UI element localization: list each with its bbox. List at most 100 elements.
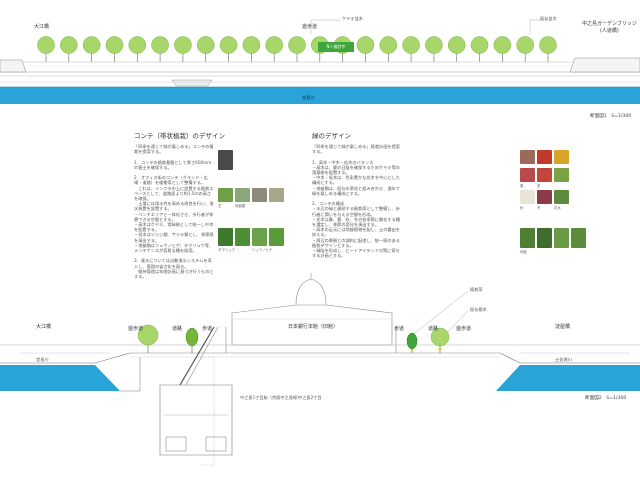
right-photo-3 — [554, 150, 569, 164]
right-photo-1 — [520, 150, 535, 164]
left-photo-moss-4 — [269, 228, 284, 246]
top-scale-label: 断面図1 S=1/300 — [590, 114, 632, 119]
right-photo-13 — [571, 228, 586, 248]
street-label: 中之島2丁目 — [298, 395, 322, 400]
tree — [37, 36, 55, 62]
tree — [242, 36, 261, 62]
tree-note-right: 既存並木 — [540, 16, 557, 21]
right-photo-11 — [537, 228, 552, 248]
top-walkway-label: 遊歩道 — [302, 24, 318, 30]
right-body-line: 1．高木・中木・低木のバランス — [312, 159, 374, 165]
tree — [196, 36, 215, 62]
tree — [151, 36, 169, 62]
left-photo-grid: 芝 地被類 タマリュウ リュウノヒゲ — [218, 150, 284, 252]
top-section-drawing — [0, 19, 640, 104]
tree — [425, 36, 443, 62]
tree — [219, 36, 238, 62]
bottom-right-label: 淀屋橋 — [555, 324, 571, 330]
bottom-left-label: 大江橋 — [36, 324, 52, 330]
right-body-line: ・高木の足元には地被植物を配し、土の露出を抑える。 — [312, 227, 400, 238]
bottom-scale-label: 断面図2 S=1/300 — [585, 396, 627, 401]
left-photo-paving — [218, 150, 233, 170]
tree — [470, 36, 489, 62]
tree-row — [37, 36, 557, 62]
left-photo-moss-3 — [252, 228, 267, 246]
bottom-walkway-right: 遊歩道 — [456, 326, 472, 332]
tree — [402, 36, 420, 62]
note-right-2: 既存樹木 — [470, 307, 487, 312]
right-photo-6 — [554, 168, 569, 182]
right-photo-grid: 春 夏 秋 冬 花木 地被 — [520, 150, 586, 255]
right-body-line: ・地被類は、既存の草花と組み合わせ、通年で緑を楽しめる構成とする。 — [312, 185, 400, 196]
bottom-sidewalk-right: 歩道 — [394, 326, 405, 332]
bottom-river-right: 土佐堀川 — [555, 357, 572, 362]
top-right-label: 中之島ガーデンブリッジ (人道橋) — [582, 21, 637, 34]
left-body-line: 「四季を通じて緑が楽しめる」コンテの植栽を提案する。 — [134, 144, 214, 155]
tree — [174, 36, 192, 62]
left-body-line: ・地被類はリュウノヒゲ、タマリュウ等、メンテナンスが容易な種を採用。 — [134, 242, 214, 254]
bottom-section: 大江橋 遊歩道 道路 歩道 日本銀行本館（旧館） 歩道 道路 遊歩道 淀屋橋 堂… — [0, 265, 640, 480]
note-right-1: 植栽帯 — [470, 287, 483, 292]
left-body-line: ・低木はツツジ類、サツキ類とし、季節感を演出する。 — [134, 232, 214, 243]
right-body-line: ・水辺の緑と連続する植栽帯として整備し、歩行者に潤いを与える空間を形成。 — [312, 206, 400, 217]
bottom-center-label: 日本銀行本館（旧館） — [288, 324, 339, 330]
right-photo-10 — [520, 228, 535, 248]
bottom-road-right: 道路 — [428, 326, 439, 332]
green-badge: N / 検討中 — [318, 42, 354, 52]
left-body-line: 維持管理は年間計画に基づき行うものとする。 — [134, 268, 214, 280]
left-photo-grass — [218, 188, 233, 202]
tree — [539, 36, 557, 62]
left-body-line: 2．オフィス街のコンテ（グランド・広場・道路）を緩衝帯として整備する。 — [134, 175, 208, 186]
top-left-label: 大江橋 — [34, 24, 50, 30]
tree — [265, 36, 283, 62]
left-thumb-caption-3: タマリュウ — [218, 248, 235, 252]
left-photo-moss-1 — [218, 228, 233, 246]
left-body-line: 3．潅水については自動潅水システムを導入し、管理の省力化を図る。 — [134, 258, 212, 269]
right-photo-4 — [520, 168, 535, 182]
right-body-line: ・周辺の景観との調和に配慮し、統一感のある植栽デザインとする。 — [312, 237, 400, 248]
left-thumb-caption-2: 地被類 — [235, 204, 246, 208]
bottom-section-drawing — [0, 273, 640, 466]
tree — [516, 36, 534, 62]
left-photo-groundcover-3 — [269, 188, 284, 202]
tree — [379, 36, 398, 62]
left-body-line: 1．コンテの植栽基盤として厚さ600mmの客土を確保する。 — [134, 159, 212, 170]
right-panel: 緑のデザイン 「四季を通じて緑が楽しめる」植栽計画を提案する。 1．高木・中木・… — [312, 130, 512, 258]
right-thumb-caption-5: 花木 — [554, 206, 561, 210]
left-body-line: これは、インフラの上に設置する植栽スペースとして、道路面より約1.5mの高さを確… — [134, 185, 214, 202]
left-body-line: ・高木はケヤキ、常緑樹として統一し中木を配置する。 — [134, 222, 214, 233]
right-body-line: ・中木・低木は、色彩豊かな花木を中心とした構成とする。 — [312, 175, 400, 186]
right-photo-8 — [537, 190, 552, 204]
tree — [60, 36, 78, 62]
left-photo-groundcover-2 — [252, 188, 267, 202]
tree — [128, 36, 147, 62]
top-section: 大江橋 遊歩道 ケヤキ並木 既存並木 中之島ガーデンブリッジ (人道橋) N /… — [0, 0, 640, 125]
right-thumb-caption-2: 夏 — [537, 184, 541, 188]
right-photo-5 — [537, 168, 552, 182]
right-photo-12 — [554, 228, 569, 248]
left-panel-body: 「四季を通じて緑が楽しめる」コンテの植栽を提案する。 1．コンテの植栽基盤として… — [134, 144, 214, 279]
tree-note: ケヤキ並木 — [342, 16, 363, 21]
left-body-line: ・ベンチエリアと一体化させ、歩行者が休憩できる空間とする。 — [134, 211, 214, 222]
right-panel-body: 「四季を通じて緑が楽しめる」植栽計画を提案する。 1．高木・中木・低木のバランス… — [312, 144, 402, 258]
right-photo-7 — [520, 190, 535, 204]
left-thumb-caption-1: 芝 — [218, 204, 222, 208]
bottom-walkway-left: 遊歩道 — [128, 326, 144, 332]
right-panel-title: 緑のデザイン — [312, 132, 351, 140]
left-photo-groundcover-1 — [235, 188, 250, 202]
right-photo-2 — [537, 150, 552, 164]
right-photo-9 — [554, 190, 569, 204]
right-body-line: ・高木は、夏の日陰を確保するためケヤキ等の落葉樹を配置する。 — [312, 164, 400, 176]
tree — [105, 36, 124, 62]
right-body-line: 「四季を通じて緑が楽しめる」植栽計画を提案する。 — [312, 144, 400, 155]
tree — [447, 36, 466, 62]
left-body-line: 土壌には保水性を高める改良を行い、潅水装置を設置する。 — [134, 201, 214, 212]
right-thumb-caption-3: 秋 — [520, 206, 524, 210]
right-thumb-caption-1: 春 — [520, 184, 524, 188]
left-photo-moss-2 — [235, 228, 250, 246]
right-thumb-caption-6: 地被 — [520, 250, 527, 254]
tree — [356, 36, 375, 62]
right-body-line: 2．コンテの構成 — [312, 201, 344, 207]
bottom-sidewalk-left: 歩道 — [202, 326, 213, 332]
right-body-line: ・花木は春、夏、秋、冬の各季節に開花する種を選定し、季節の変化を演出する。 — [312, 216, 400, 228]
